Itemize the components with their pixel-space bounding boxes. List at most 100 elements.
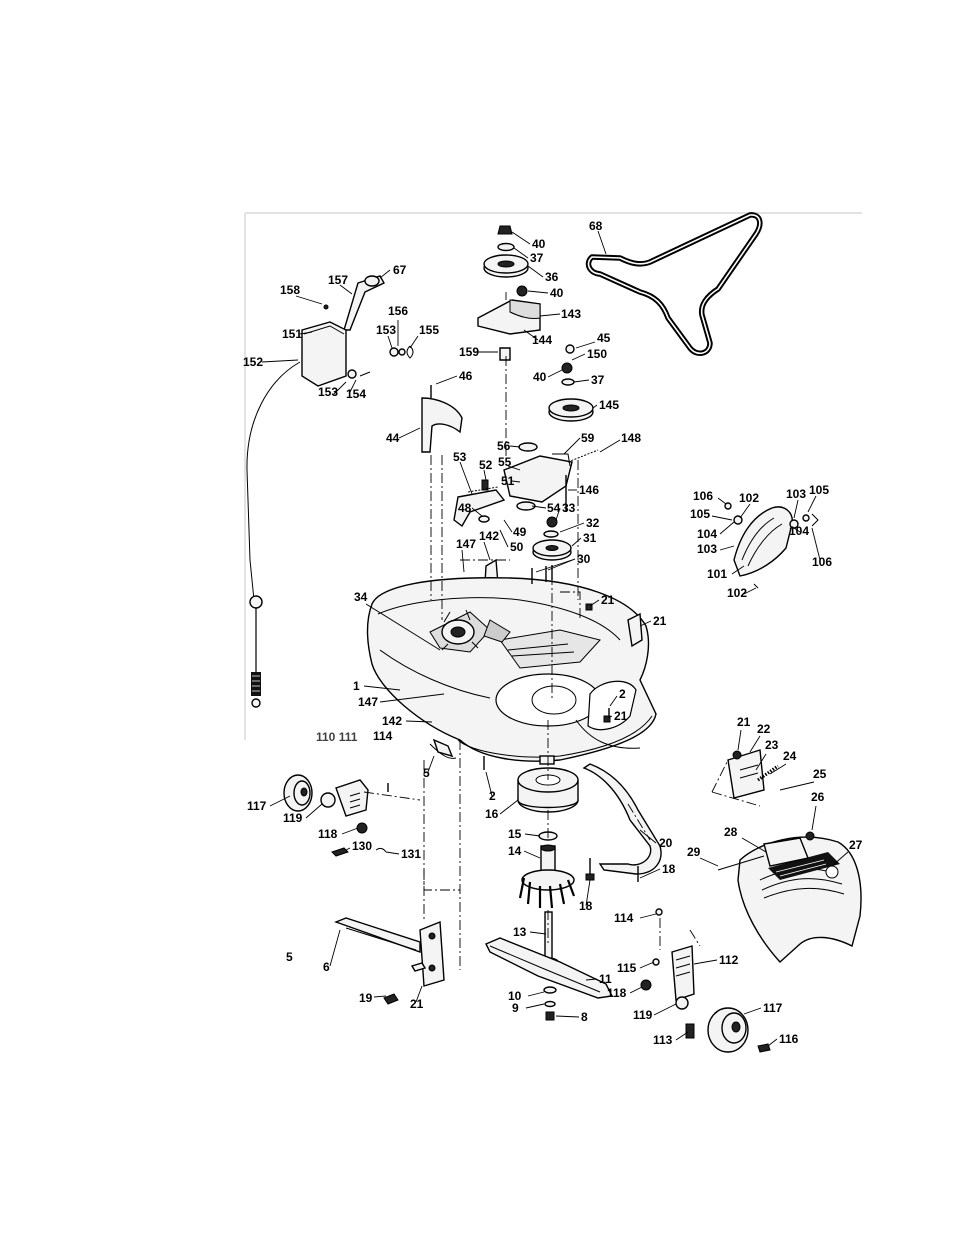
discharge-chute-27 (717, 831, 862, 963)
part-label-l37b: 37 (591, 373, 605, 387)
lift-cable-152 (246, 361, 301, 708)
part-label-l10: 10 (508, 989, 522, 1003)
part-label-l5b: 5 (286, 950, 293, 964)
scan-frame (244, 212, 862, 740)
part-label-l26: 26 (811, 790, 825, 804)
part-label-l31: 31 (583, 531, 597, 545)
part-label-l130: 130 (352, 839, 372, 853)
part-label-l27: 27 (849, 838, 863, 852)
part-label-l53: 53 (453, 450, 467, 464)
part-label-l105a: 105 (809, 483, 829, 497)
part-label-l102a: 102 (739, 491, 759, 505)
drive-belt-68 (585, 212, 763, 357)
part-label-l142a: 142 (479, 529, 499, 543)
part-label-l15: 15 (508, 827, 522, 841)
part-label-l113: 113 (653, 1033, 673, 1047)
mower-deck-1 (366, 577, 657, 765)
part-label-l5a: 5 (423, 766, 430, 780)
part-label-l119b: 119 (633, 1008, 653, 1022)
part-label-l14: 14 (508, 844, 522, 858)
part-label-l153a: 153 (376, 323, 396, 337)
part-label-l114a: 114 (373, 729, 393, 743)
part-label-l2a: 2 (619, 687, 626, 701)
part-label-l23: 23 (765, 738, 779, 752)
part-label-l45: 45 (597, 331, 611, 345)
part-label-l119a: 119 (283, 811, 303, 825)
deck-hardware (429, 566, 643, 882)
part-label-l40c: 40 (533, 370, 547, 384)
part-label-l49: 49 (513, 525, 527, 539)
part-label-l50: 50 (510, 540, 524, 554)
assembly-lines (363, 292, 761, 970)
idler-pulley-right (548, 344, 594, 422)
part-label-l20: 20 (659, 836, 673, 850)
part-label-l18a: 18 (662, 862, 676, 876)
part-label-l159: 159 (459, 345, 479, 359)
part-label-l106a: 106 (693, 489, 713, 503)
part-label-l19: 19 (359, 991, 373, 1005)
part-label-l36: 36 (545, 270, 559, 284)
part-label-l8: 8 (581, 1010, 588, 1024)
part-label-l104a: 104 (697, 527, 717, 541)
part-label-l157: 157 (328, 273, 348, 287)
part-label-l34: 34 (354, 590, 368, 604)
part-label-l59: 59 (581, 431, 595, 445)
part-label-l25: 25 (813, 767, 827, 781)
part-label-l103b: 103 (697, 542, 717, 556)
part-label-l9: 9 (512, 1001, 519, 1015)
part-label-l106b: 106 (812, 555, 832, 569)
part-label-l158: 158 (280, 283, 300, 297)
part-label-l112: 112 (719, 953, 739, 967)
belt-guard-44 (421, 385, 463, 453)
part-label-l32: 32 (586, 516, 600, 530)
part-label-l156: 156 (388, 304, 408, 318)
part-label-l48: 48 (458, 501, 472, 515)
brake-bracket-53 (453, 479, 506, 528)
part-label-l155: 155 (419, 323, 439, 337)
part-label-l28: 28 (724, 825, 738, 839)
spindle-pulley-31 (532, 516, 572, 580)
part-label-l103a: 103 (786, 487, 806, 501)
part-label-l40a: 40 (532, 237, 546, 251)
part-label-l154: 154 (346, 387, 366, 401)
part-label-l105b: 105 (690, 507, 710, 521)
part-label-l18b: 18 (579, 899, 593, 913)
part-label-l21d: 21 (737, 715, 751, 729)
part-label-l117a: 117 (247, 799, 267, 813)
part-label-l46: 46 (459, 369, 473, 383)
part-label-l1: 1 (353, 679, 360, 693)
part-label-l52: 52 (479, 458, 493, 472)
part-label-l21e: 21 (410, 997, 424, 1011)
front-bumper-20 (582, 763, 662, 875)
part-label-l54: 54 (547, 501, 561, 515)
part-label-l33: 33 (562, 501, 576, 515)
part-label-l101: 101 (707, 567, 727, 581)
part-label-l144: 144 (532, 333, 552, 347)
idler-arm-55 (503, 442, 599, 512)
part-label-l131: 131 (401, 847, 421, 861)
part-label-l2b: 2 (489, 789, 496, 803)
part-label-l148: 148 (621, 431, 641, 445)
idler-pulley-assembly-top (477, 225, 541, 361)
part-label-l153b: 153 (318, 385, 338, 399)
part-label-l147a: 147 (456, 537, 476, 551)
part-label-l29: 29 (687, 845, 701, 859)
part-label-l55: 55 (498, 455, 512, 469)
part-label-l6: 6 (323, 960, 330, 974)
part-label-l21b: 21 (653, 614, 667, 628)
part-label-l116: 116 (779, 1032, 799, 1046)
part-label-l37a: 37 (530, 251, 544, 265)
part-label-l24: 24 (783, 749, 797, 763)
chute-deflector-101 (724, 502, 819, 589)
part-label-l44: 44 (386, 431, 400, 445)
part-label-l150: 150 (587, 347, 607, 361)
part-label-l118a: 118 (318, 827, 338, 841)
part-label-l142b: 142 (382, 714, 402, 728)
part-label-l67: 67 (393, 263, 407, 277)
part-label-l102b: 102 (727, 586, 747, 600)
part-label-l56: 56 (497, 439, 511, 453)
leader-lines (261, 230, 849, 1047)
part-label-l115: 115 (617, 961, 637, 975)
